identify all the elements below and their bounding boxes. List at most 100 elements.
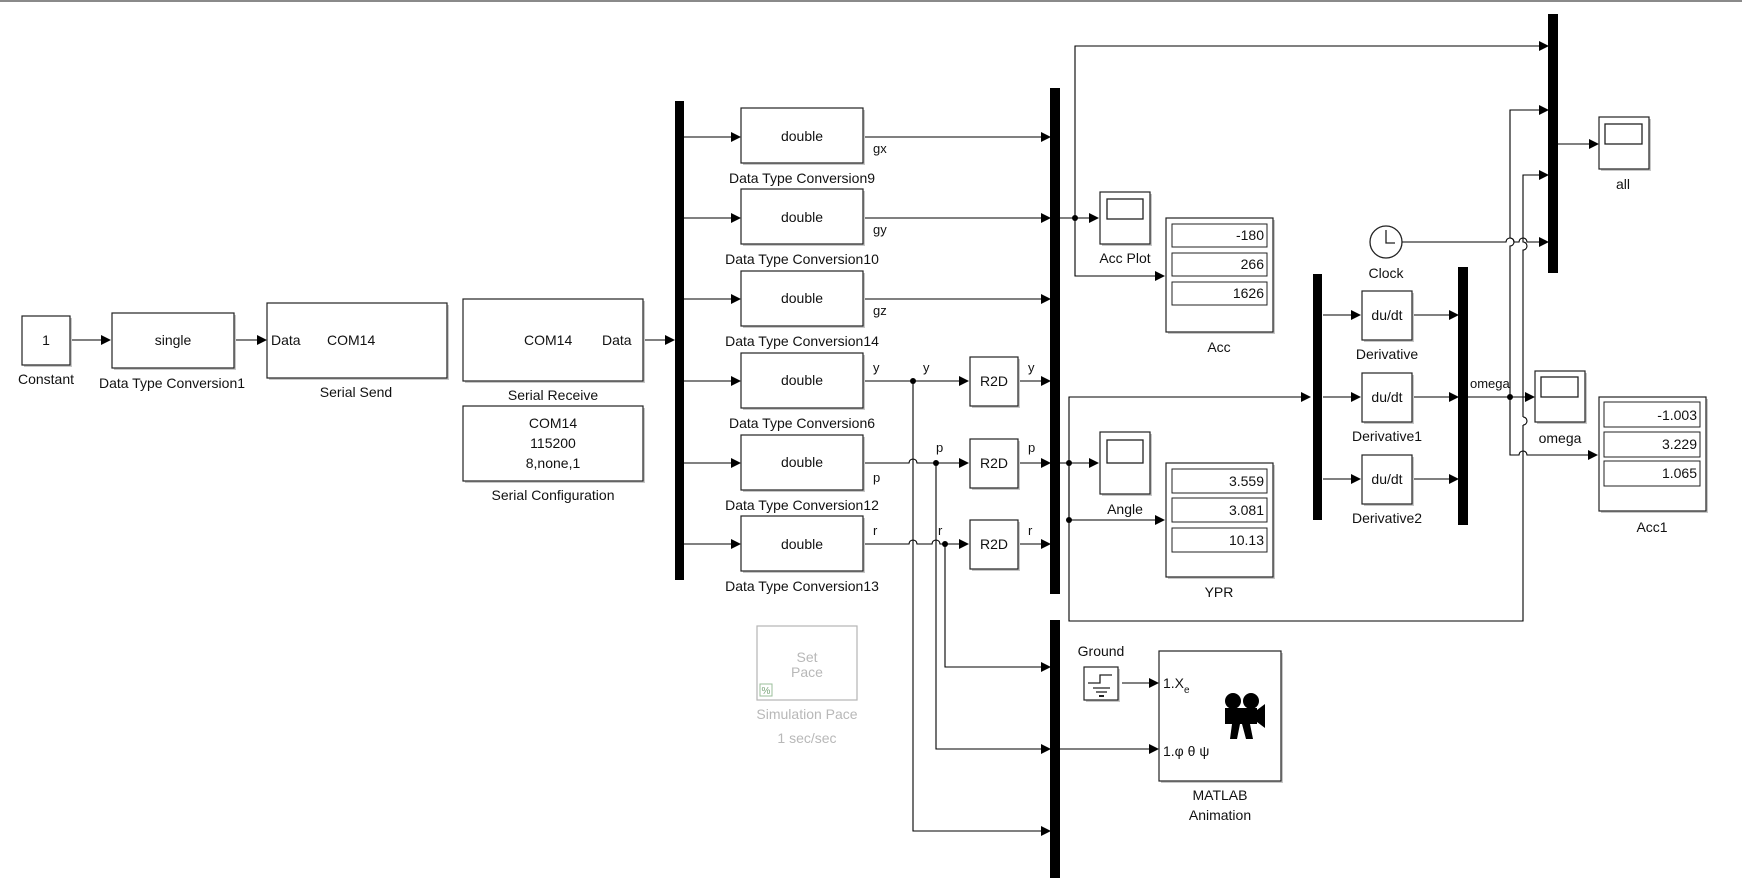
acc1-value-2: 1.065: [1662, 465, 1697, 481]
signal-r-in: r: [938, 523, 943, 538]
wire[interactable]: [1068, 392, 1311, 520]
simulation-pace-block[interactable]: Set Pace % Simulation Pace 1 sec/sec: [756, 625, 858, 746]
wire-r[interactable]: [864, 539, 969, 549]
wire[interactable]: [1522, 170, 1549, 417]
ground-icon: [1088, 674, 1112, 697]
dtc1-text: single: [155, 332, 192, 348]
r2d-r-block[interactable]: R2D r r: [938, 519, 1033, 571]
signal-r-out: r: [1028, 523, 1033, 538]
percent-badge-text: %: [762, 686, 771, 697]
serial-receive-com: COM14: [524, 332, 572, 348]
r2d-r-text: R2D: [980, 536, 1008, 552]
serial-send-block[interactable]: Data COM14 Serial Send: [266, 302, 449, 400]
percent-badge-icon: [759, 683, 773, 697]
acc-display[interactable]: -180 266 1626 Acc: [1165, 217, 1275, 355]
ypr-display[interactable]: 3.559 3.081 10.13 YPR: [1165, 462, 1275, 600]
wire-p[interactable]: [864, 458, 969, 468]
r2d-y-block[interactable]: R2D y y: [923, 356, 1035, 408]
dtc10-label: Data Type Conversion10: [725, 251, 879, 267]
derivative1-label: Derivative1: [1352, 428, 1422, 444]
signal-r: r: [873, 523, 878, 538]
mux-bar-all[interactable]: [1548, 14, 1558, 273]
all-scope[interactable]: all: [1598, 116, 1651, 192]
scope-screen-icon: [1106, 198, 1144, 220]
acc-plot-label: Acc Plot: [1099, 250, 1150, 266]
signal-p: p: [873, 470, 880, 485]
demux-bar-derivative[interactable]: [1313, 274, 1322, 520]
angle-scope[interactable]: Angle: [1099, 431, 1152, 517]
omega-scope[interactable]: omega: [1534, 370, 1587, 446]
dtc14-text: double: [781, 290, 823, 306]
dtc10-block[interactable]: double gy Data Type Conversion10: [725, 188, 887, 267]
constant-label: Constant: [18, 371, 74, 387]
dtc12-block[interactable]: double p Data Type Conversion12: [725, 434, 880, 513]
wire[interactable]: [1074, 41, 1549, 218]
wire-r-branch[interactable]: [944, 544, 1051, 672]
derivative2-block[interactable]: du/dt Derivative2: [1352, 454, 1422, 526]
signal-p-in: p: [936, 440, 943, 455]
signal-gx: gx: [873, 141, 887, 156]
dtc6-block[interactable]: double y Data Type Conversion6: [729, 352, 880, 431]
serial-receive-port: Data: [602, 332, 632, 348]
animation-port-position: 1.X: [1163, 675, 1185, 691]
r2d-y-text: R2D: [980, 373, 1008, 389]
mux-bar-main[interactable]: [1050, 88, 1060, 594]
wire-hop: [1522, 416, 1528, 426]
serial-config-block[interactable]: COM14 115200 8,none,1 Serial Configurati…: [462, 405, 645, 503]
acc1-label: Acc1: [1636, 519, 1667, 535]
wire-p-branch[interactable]: [935, 463, 1051, 754]
derivative2-text: du/dt: [1371, 471, 1402, 487]
signal-gz: gz: [873, 303, 887, 318]
derivative-block[interactable]: du/dt Derivative: [1356, 290, 1418, 362]
wire[interactable]: [1509, 105, 1549, 397]
wire-y-branch[interactable]: [912, 381, 1051, 836]
dtc14-block[interactable]: double gz Data Type Conversion14: [725, 270, 887, 349]
derivative1-block[interactable]: du/dt Derivative1: [1352, 372, 1422, 444]
dtc13-block[interactable]: double r Data Type Conversion13: [725, 515, 879, 594]
dtc13-label: Data Type Conversion13: [725, 578, 879, 594]
wire[interactable]: [1074, 218, 1165, 281]
serial-send-port: Data: [271, 332, 301, 348]
serial-config-label: Serial Configuration: [492, 487, 615, 503]
acc1-display[interactable]: -1.003 3.229 1.065 Acc1: [1598, 396, 1708, 535]
animation-port-attitude: 1.φ θ ψ: [1163, 743, 1209, 759]
serial-config-format: 8,none,1: [526, 455, 581, 471]
clock-block[interactable]: Clock: [1368, 225, 1404, 281]
canvas-top-border: [0, 0, 1742, 2]
matlab-animation-block[interactable]: 1.Xe 1.φ θ ψ MATLAB Animation: [1158, 650, 1283, 823]
acc-plot-scope[interactable]: Acc Plot: [1099, 191, 1152, 266]
animation-label-2: Animation: [1189, 807, 1251, 823]
constant-value: 1: [42, 332, 50, 348]
mux-bar-animation[interactable]: [1050, 620, 1060, 878]
dtc12-text: double: [781, 454, 823, 470]
acc-value-x: -180: [1236, 227, 1264, 243]
r2d-p-block[interactable]: R2D p p: [936, 438, 1035, 490]
dtc10-text: double: [781, 209, 823, 225]
ground-label: Ground: [1078, 643, 1125, 659]
demux-bar-serial[interactable]: [675, 101, 684, 580]
ypr-value-roll: 10.13: [1229, 532, 1264, 548]
ypr-value-pitch: 3.081: [1229, 502, 1264, 518]
movie-camera-icon: [1225, 693, 1265, 739]
wire[interactable]: [1509, 397, 1598, 460]
ypr-label: YPR: [1205, 584, 1234, 600]
serial-config-port: COM14: [529, 415, 577, 431]
dtc9-block[interactable]: double gx Data Type Conversion9: [729, 107, 887, 186]
mux-bar-omega[interactable]: [1458, 267, 1468, 525]
dtc9-text: double: [781, 128, 823, 144]
wire-clock[interactable]: [1402, 237, 1549, 247]
constant-block[interactable]: 1 Constant: [18, 315, 74, 387]
junctions: [910, 215, 1513, 547]
clock-label: Clock: [1368, 265, 1404, 281]
serial-receive-block[interactable]: COM14 Data Serial Receive: [462, 298, 645, 403]
r2d-p-text: R2D: [980, 455, 1008, 471]
serial-send-label: Serial Send: [320, 384, 392, 400]
ground-block[interactable]: Ground: [1078, 643, 1125, 702]
dtc9-label: Data Type Conversion9: [729, 170, 875, 186]
dtc1-block[interactable]: single Data Type Conversion1: [99, 312, 245, 391]
signal-y-out: y: [1028, 360, 1035, 375]
acc1-value-0: -1.003: [1657, 407, 1697, 423]
wire[interactable]: [1068, 425, 1524, 622]
svg-text:1.Xe: 1.Xe: [1163, 675, 1190, 696]
acc-value-z: 1626: [1233, 285, 1264, 301]
